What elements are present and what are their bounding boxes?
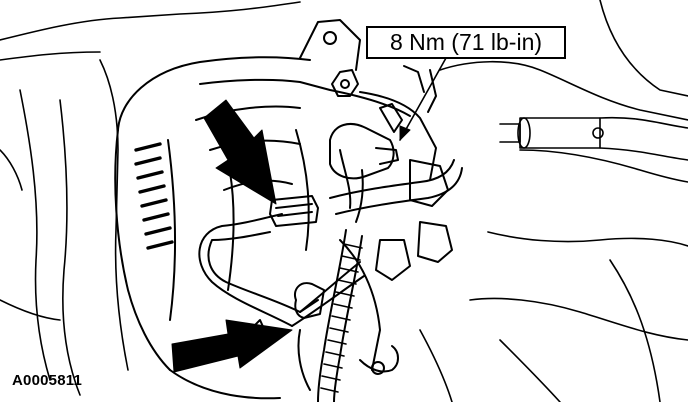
figure-id-label: A0005811 xyxy=(12,372,83,389)
torque-callout-box: 8 Nm (71 lb-in) xyxy=(366,26,566,59)
lower-pointer-arrow xyxy=(171,319,293,373)
alternator-body xyxy=(114,19,453,400)
wiring-harness xyxy=(198,123,463,402)
callout-leader-line xyxy=(399,57,447,141)
callout-arrowhead xyxy=(399,125,411,141)
upper-pointer-arrow xyxy=(203,99,277,205)
